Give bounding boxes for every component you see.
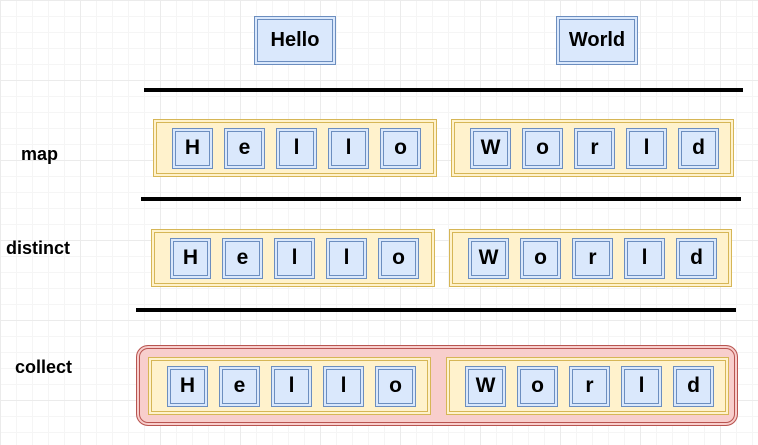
char-cell[interactable]: l	[276, 127, 317, 169]
map-group-hello[interactable]: H e l l o	[153, 119, 437, 177]
char-cell[interactable]: e	[224, 127, 265, 169]
char-cell[interactable]: r	[574, 127, 615, 169]
stage-label-map: map	[21, 144, 59, 164]
char-cell[interactable]: W	[465, 365, 506, 407]
char-cell[interactable]: d	[678, 127, 719, 169]
collect-group-hello[interactable]: H e l l o	[148, 357, 431, 415]
stage-label-collect: collect	[15, 357, 73, 377]
separator-line-1	[144, 88, 743, 92]
char-cell[interactable]: o	[520, 237, 561, 279]
char-cell[interactable]: o	[378, 237, 419, 279]
char-cell[interactable]: l	[326, 237, 367, 279]
char-cell[interactable]: d	[673, 365, 714, 407]
char-cell[interactable]: o	[380, 127, 421, 169]
char-cell[interactable]: H	[170, 237, 211, 279]
char-cell[interactable]: l	[624, 237, 665, 279]
word-box-world[interactable]: World	[556, 16, 638, 65]
collect-group-world[interactable]: W o r l d	[446, 357, 729, 415]
stage-label-distinct: distinct	[6, 238, 71, 258]
char-cell[interactable]: r	[572, 237, 613, 279]
char-cell[interactable]: l	[626, 127, 667, 169]
distinct-group-world[interactable]: W o r l d	[449, 229, 732, 287]
char-cell[interactable]: W	[470, 127, 511, 169]
char-cell[interactable]: l	[274, 237, 315, 279]
word-label-world: World	[568, 29, 626, 51]
char-cell[interactable]: o	[522, 127, 563, 169]
char-cell[interactable]: d	[676, 237, 717, 279]
char-cell[interactable]: H	[172, 127, 213, 169]
separator-line-2	[141, 197, 741, 201]
distinct-group-hello[interactable]: H e l l o	[151, 229, 435, 287]
char-cell[interactable]: l	[271, 365, 312, 407]
char-cell[interactable]: e	[219, 365, 260, 407]
char-cell[interactable]: o	[517, 365, 558, 407]
map-group-world[interactable]: W o r l d	[451, 119, 734, 177]
char-cell[interactable]: l	[328, 127, 369, 169]
word-box-hello[interactable]: Hello	[254, 16, 336, 65]
char-cell[interactable]: r	[569, 365, 610, 407]
char-cell[interactable]: l	[323, 365, 364, 407]
char-cell[interactable]: H	[167, 365, 208, 407]
char-cell[interactable]: l	[621, 365, 662, 407]
separator-line-3	[136, 308, 736, 312]
char-cell[interactable]: o	[375, 365, 416, 407]
char-cell[interactable]: e	[222, 237, 263, 279]
char-cell[interactable]: W	[468, 237, 509, 279]
word-label-hello: Hello	[270, 29, 320, 51]
